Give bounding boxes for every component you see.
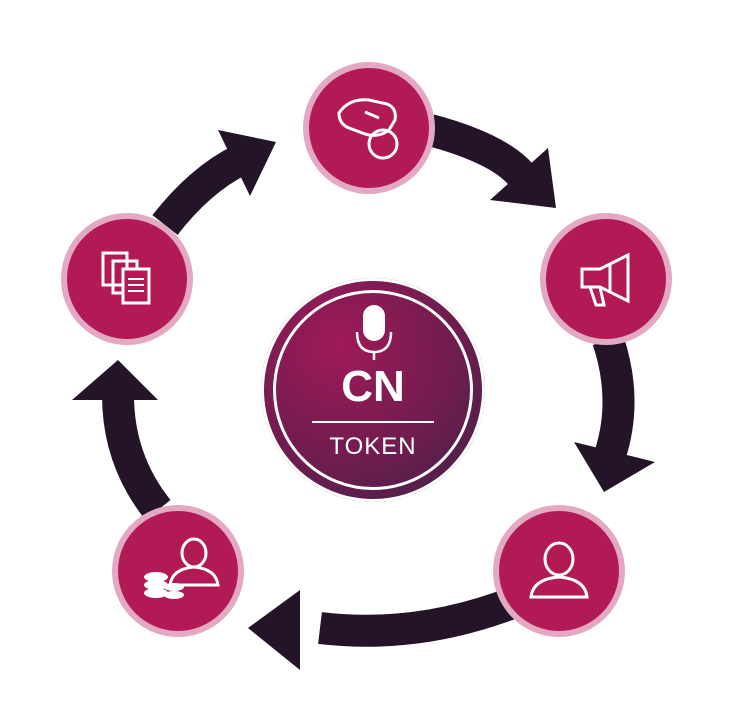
megaphone-icon <box>580 252 630 307</box>
node-megaphone <box>540 213 672 345</box>
user-icon <box>529 541 589 599</box>
center-ring <box>273 290 473 490</box>
documents-icon <box>101 251 151 305</box>
center-divider <box>312 421 434 423</box>
node-user <box>493 505 625 637</box>
arrow-lower-left-to-upper-left <box>72 360 171 520</box>
node-user-coins <box>112 505 244 637</box>
arrow-right-to-lower-right <box>574 334 655 492</box>
center-token-badge <box>261 278 485 502</box>
arrow-lower-right-to-lower-left <box>248 585 526 670</box>
center-subtitle: TOKEN <box>329 433 417 460</box>
user-coins-icon <box>144 537 220 599</box>
center-title: CN <box>341 362 405 411</box>
hand-coin-icon <box>337 98 399 160</box>
node-hand-coin <box>303 62 435 194</box>
arrow-top-to-right <box>425 114 556 208</box>
arrow-upper-left-to-top <box>152 130 276 235</box>
node-documents <box>61 213 193 345</box>
